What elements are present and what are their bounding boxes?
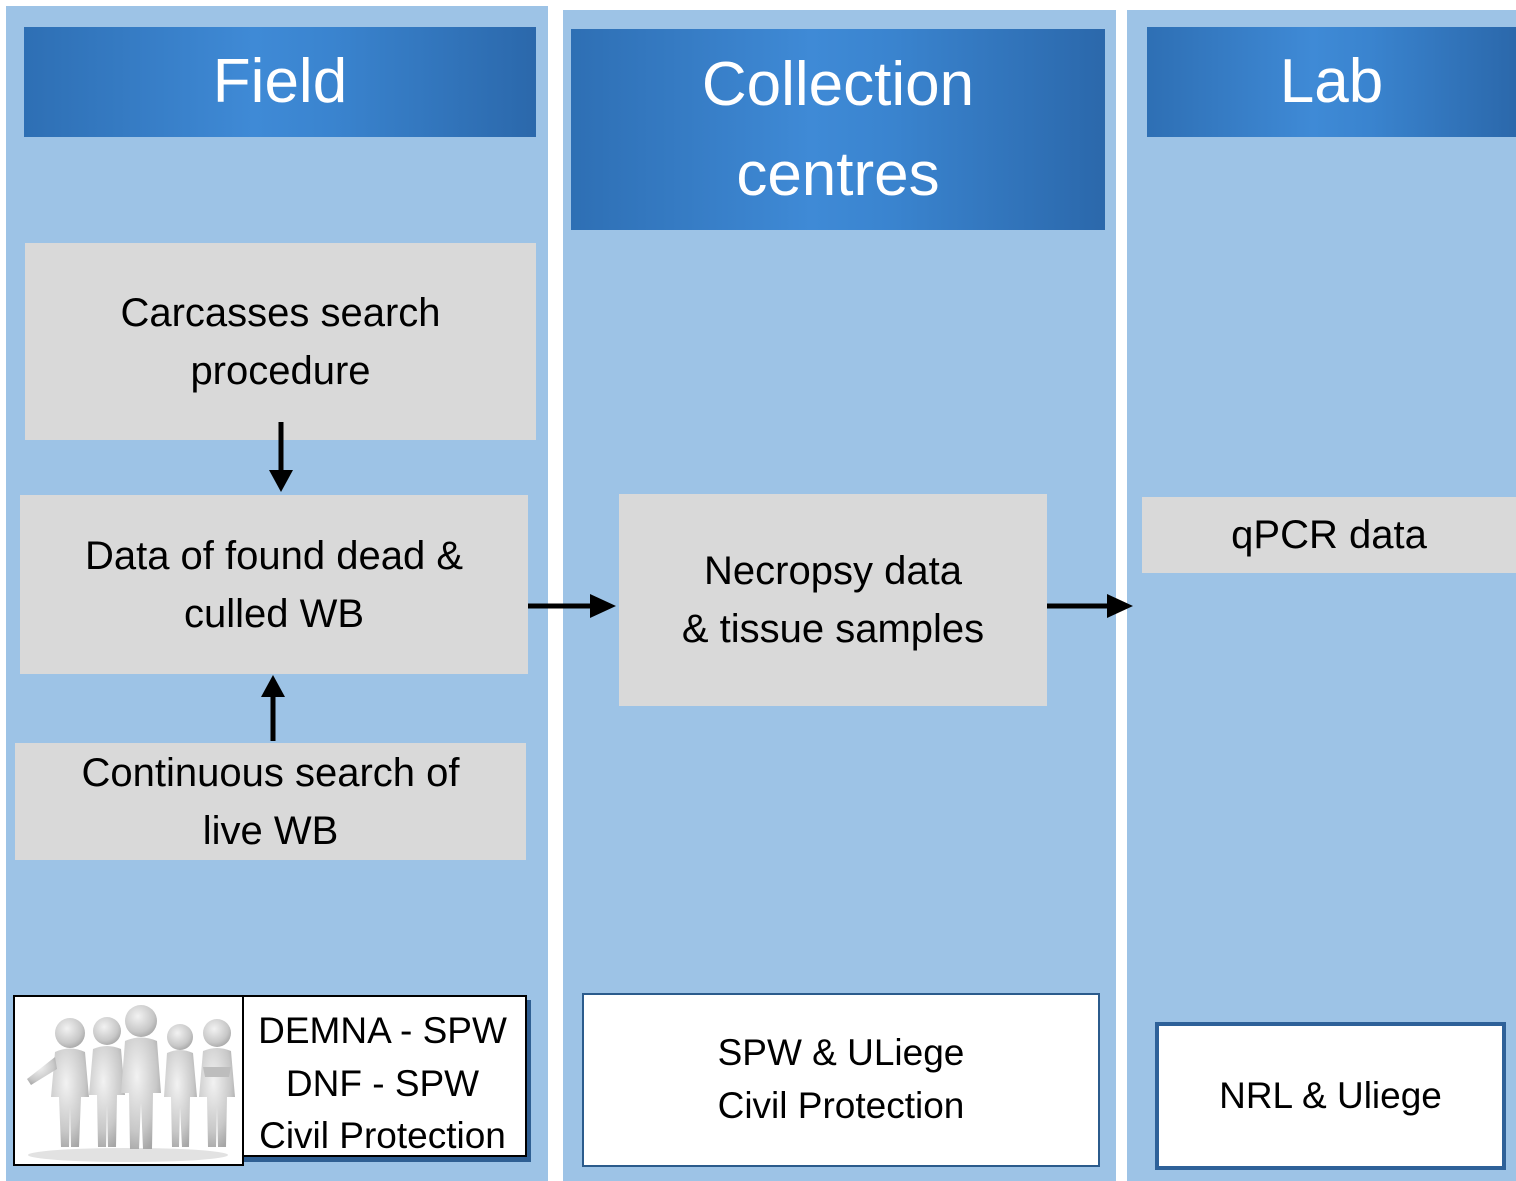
collection-actors-box: SPW & ULiege Civil Protection <box>582 993 1100 1167</box>
lab-column <box>1127 10 1516 1181</box>
field-actor-2: DNF - SPW <box>285 1062 480 1104</box>
people-image <box>13 995 244 1166</box>
lab-actors-box: NRL & Uliege <box>1155 1022 1506 1170</box>
continuous-search-box: Continuous search of live WB <box>15 743 526 860</box>
collection-actor-1: SPW & ULiege <box>717 1032 965 1074</box>
arrow-right-to-lab-icon <box>1047 594 1133 618</box>
collection-header-line-2: centres <box>736 139 940 209</box>
arrow-down-icon <box>269 422 293 492</box>
data-line-1: Data of found dead & <box>84 533 464 578</box>
collection-centres-header: Collection centres <box>571 29 1105 230</box>
field-header: Field <box>24 27 536 137</box>
lab-header-text: Lab <box>1279 47 1384 117</box>
necropsy-line-2: & tissue samples <box>681 607 985 651</box>
necropsy-data-box: Necropsy data & tissue samples <box>619 494 1047 706</box>
field-header-text: Field <box>212 47 348 117</box>
lab-header: Lab <box>1147 27 1516 137</box>
arrow-right-to-collection-icon <box>528 594 616 618</box>
collection-header-line-1: Collection <box>701 49 975 119</box>
group-of-people-icon <box>27 1005 235 1162</box>
carcass-line-1: Carcasses search <box>120 290 441 335</box>
lab-actor: NRL & Uliege <box>1219 1074 1442 1116</box>
found-dead-culled-data-box: Data of found dead & culled WB <box>20 495 528 674</box>
field-actors-box: DEMNA - SPW DNF - SPW Civil Protection <box>220 995 527 1157</box>
qpcr-data-box: qPCR data <box>1142 497 1516 573</box>
field-actor-3: Civil Protection <box>259 1115 506 1157</box>
carcass-line-2: procedure <box>190 348 371 393</box>
field-actor-1: DEMNA - SPW <box>258 1010 507 1051</box>
carcasses-search-procedure-box: Carcasses search procedure <box>25 243 536 440</box>
arrow-up-icon <box>261 675 285 741</box>
qpcr-label: qPCR data <box>1231 513 1427 557</box>
continuous-line-2: live WB <box>202 808 339 853</box>
continuous-line-1: Continuous search of <box>81 750 460 795</box>
necropsy-line-1: Necropsy data <box>704 549 962 593</box>
collection-actor-2: Civil Protection <box>717 1085 965 1126</box>
data-line-2: culled WB <box>183 591 365 636</box>
